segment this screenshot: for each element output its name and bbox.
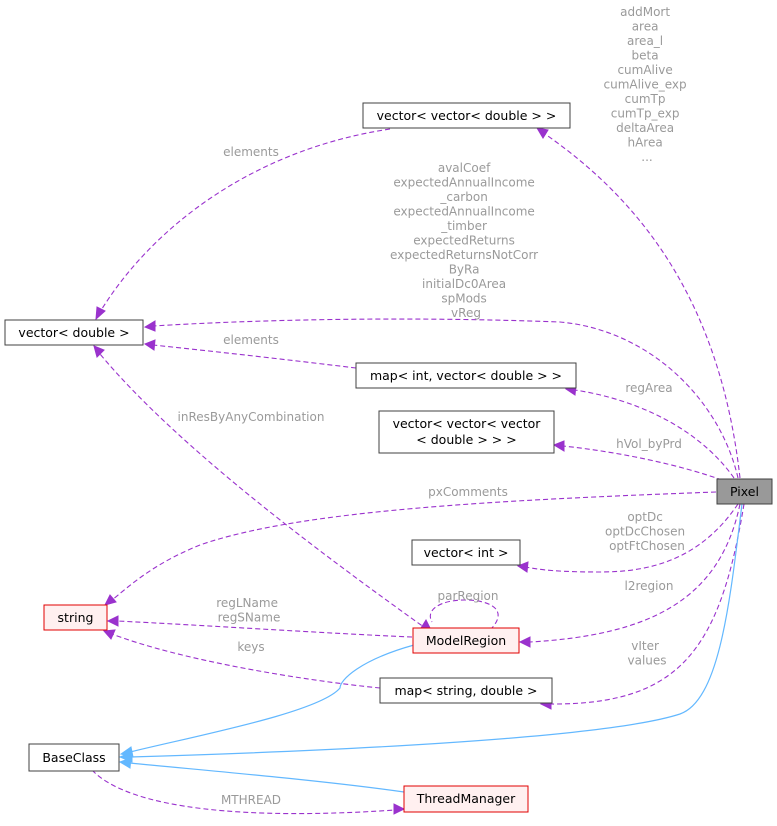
edge-modelregion-vecdouble xyxy=(99,353,429,631)
edge-label-reg-area: regArea xyxy=(625,381,672,395)
arrowhead xyxy=(106,615,119,627)
svg-text:Pixel: Pixel xyxy=(730,484,759,499)
node-vector-int[interactable]: vector< int > xyxy=(411,539,521,566)
arrowhead xyxy=(102,629,116,640)
node-pixel[interactable]: Pixel xyxy=(716,478,773,505)
edge-label-pixel-vecint: optDc optDcChosen optFtChosen xyxy=(605,510,689,553)
arrowhead xyxy=(518,636,531,648)
edge-pixel-mapint xyxy=(574,389,735,479)
edge-label-vecvec-elements: elements xyxy=(223,145,279,159)
edge-baseclass-threadmanager xyxy=(91,769,396,815)
edge-label-l2region: l2region xyxy=(625,579,674,593)
edge-pixel-vecvec xyxy=(544,133,741,479)
node-thread-manager[interactable]: ThreadManager xyxy=(403,785,529,813)
svg-text:vector< vector< double > >: vector< vector< double > > xyxy=(377,108,557,123)
edge-pixel-string xyxy=(111,491,717,601)
arrowhead xyxy=(143,339,156,351)
node-vector-double[interactable]: vector< double > xyxy=(4,319,144,346)
edge-label-mapint-elements: elements xyxy=(223,333,279,347)
arrowhead xyxy=(393,803,406,815)
arrowhead xyxy=(118,757,132,769)
node-map-int-vector-double[interactable]: map< int, vector< double > > xyxy=(355,362,577,389)
arrowhead xyxy=(93,345,105,358)
node-base-class[interactable]: BaseClass xyxy=(28,743,120,772)
inherit-threadmanager-baseclass xyxy=(129,762,405,793)
edge-label-reg-names: regLName regSName xyxy=(216,596,282,625)
edge-pixel-modelregion xyxy=(529,503,741,643)
arrowhead xyxy=(143,320,156,332)
node-vector-vector-double[interactable]: vector< vector< double > > xyxy=(362,102,571,129)
edge-label-par-region: parRegion xyxy=(438,589,499,603)
svg-text:ThreadManager: ThreadManager xyxy=(416,791,516,806)
edge-modelregion-self xyxy=(429,599,499,631)
node-map-string-double[interactable]: map< string, double > xyxy=(379,677,553,704)
arrowhead xyxy=(119,746,134,758)
edge-pixel-vecdouble xyxy=(152,318,739,479)
svg-text:vector< double >: vector< double > xyxy=(18,325,129,340)
svg-text:ModelRegion: ModelRegion xyxy=(426,633,506,648)
svg-text:BaseClass: BaseClass xyxy=(42,750,105,765)
svg-text:vector< int >: vector< int > xyxy=(424,545,509,560)
arrowhead xyxy=(516,561,529,573)
edge-label-keys: keys xyxy=(237,640,264,654)
edge-label-pixel-vecvec: addMort area area_l beta cumAlive cumAli… xyxy=(604,5,691,164)
node-vector-vector-vector[interactable]: vector< vector< vector < double > > > xyxy=(378,410,555,454)
svg-text:string: string xyxy=(58,610,94,625)
svg-text:vector< vector< vector: vector< vector< vector xyxy=(393,416,542,431)
arrowhead xyxy=(552,440,565,452)
svg-text:< double > > >: < double > > > xyxy=(416,432,516,447)
svg-text:map< string, double >: map< string, double > xyxy=(394,683,537,698)
svg-text:map< int, vector< double > >: map< int, vector< double > > xyxy=(370,368,562,383)
inherit-pixel-baseclass xyxy=(129,503,743,758)
arrowhead xyxy=(95,306,106,321)
node-string[interactable]: string xyxy=(43,604,108,631)
arrowhead xyxy=(536,127,549,139)
edge-label-px-comments: pxComments xyxy=(428,485,508,499)
arrowhead xyxy=(104,594,117,606)
edge-mapint-vecdouble xyxy=(152,344,357,369)
edge-label-in-res: inResByAnyCombination xyxy=(178,410,325,424)
edge-pixel-vec3 xyxy=(562,445,723,481)
edge-pixel-vecint xyxy=(525,503,739,573)
edge-mapstring-string xyxy=(111,633,381,689)
edge-label-pixel-mapstring: vIter values xyxy=(627,639,666,668)
edge-label-pixel-vecdouble: avalCoef expectedAnnualIncome _carbon ex… xyxy=(390,161,542,320)
edge-label-mthread: MTHREAD xyxy=(221,793,281,807)
edge-label-h-vol: hVol_byPrd xyxy=(616,437,682,451)
node-model-region[interactable]: ModelRegion xyxy=(412,627,520,654)
edge-vecvec-vecdouble xyxy=(99,128,391,313)
inherit-modelregion-baseclass xyxy=(129,644,415,753)
